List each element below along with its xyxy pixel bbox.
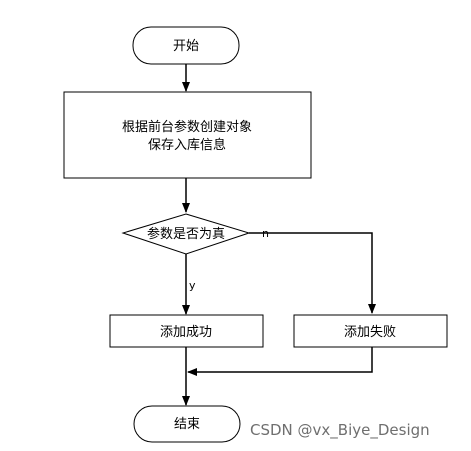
edge-label-no: n bbox=[262, 227, 269, 240]
decision-node: 参数是否为真 bbox=[121, 213, 251, 255]
edge-failure-to-merge bbox=[187, 347, 373, 376]
add-failure-node: 添加失败 bbox=[293, 314, 448, 348]
create-object-node: 根据前台参数创建对象 保存入库信息 bbox=[63, 91, 312, 179]
create-object-label-line2: 保存入库信息 bbox=[148, 137, 226, 153]
edge-decision-to-failure bbox=[249, 232, 376, 314]
add-failure-label: 添加失败 bbox=[344, 325, 396, 340]
start-node: 开始 bbox=[132, 26, 240, 65]
end-node: 结束 bbox=[133, 405, 241, 443]
create-object-label-line1: 根据前台参数创建对象 bbox=[122, 119, 252, 135]
decision-label: 参数是否为真 bbox=[147, 226, 225, 242]
start-label: 开始 bbox=[173, 39, 199, 54]
add-success-node: 添加成功 bbox=[109, 314, 264, 348]
watermark: CSDN @vx_Biye_Design bbox=[250, 421, 430, 439]
add-success-label: 添加成功 bbox=[160, 325, 212, 340]
edge-label-yes: y bbox=[189, 279, 196, 292]
end-label: 结束 bbox=[174, 417, 200, 432]
